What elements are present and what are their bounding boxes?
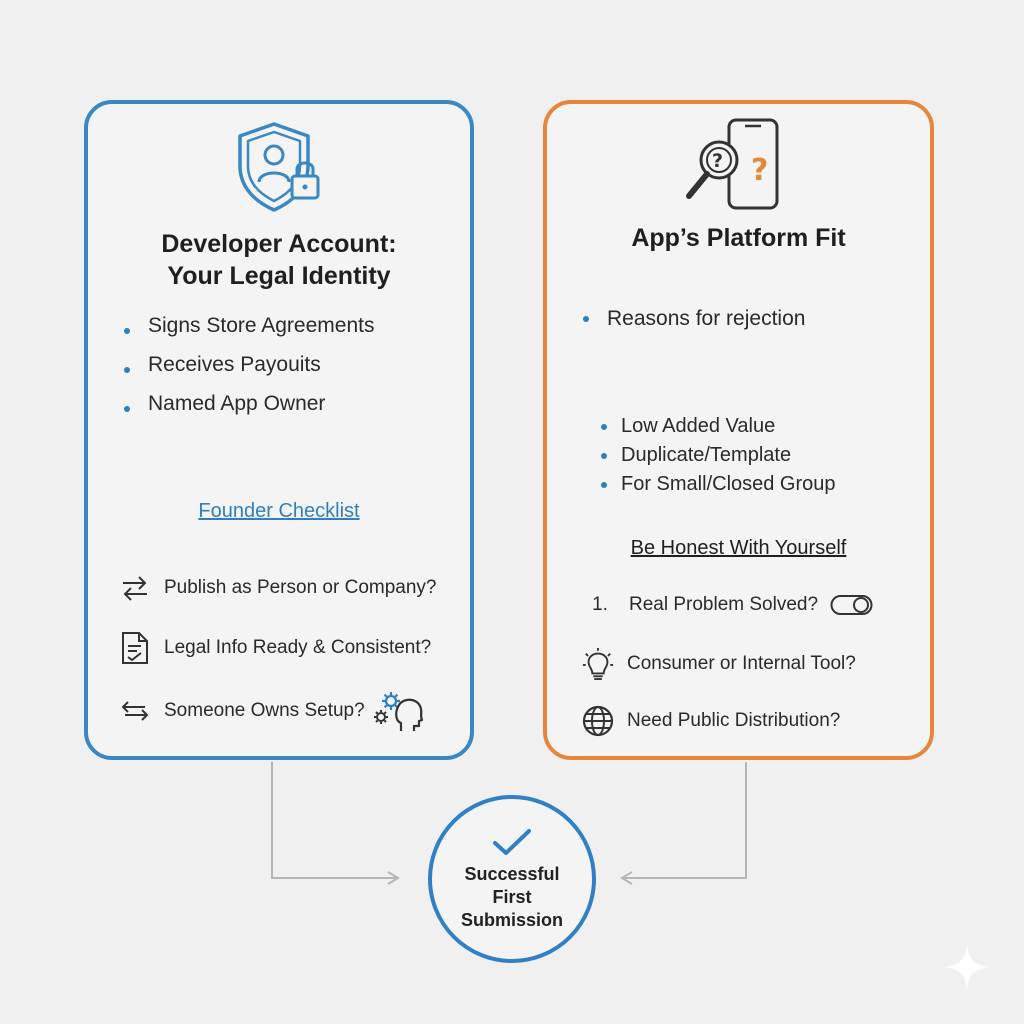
swap-arrows-icon xyxy=(118,574,152,602)
svg-text:?: ? xyxy=(712,150,723,172)
question-text: Real Problem Solved? xyxy=(629,594,819,615)
bullet-item: Signs Store Agreements xyxy=(120,311,374,350)
founder-checklist-heading: Founder Checklist xyxy=(198,500,360,522)
checklist-item: Publish as Person or Company? xyxy=(118,574,436,602)
rejection-reason-item: Duplicate/Template xyxy=(597,441,836,470)
developer-account-card: Developer Account: Your Legal Identity S… xyxy=(84,100,474,760)
title-line-2: Your Legal Identity xyxy=(167,262,391,290)
bullet-item: Receives Payouits xyxy=(120,350,374,389)
successful-submission-label: Successful First Submission xyxy=(460,863,563,930)
checkmark-icon xyxy=(493,828,531,855)
section-heading: Be Honest With Yourself xyxy=(547,537,930,560)
role-bullet-list: Signs Store Agreements Receives Payouits… xyxy=(120,311,374,428)
rejection-bullet-list: Reasons for rejection xyxy=(579,304,805,334)
bullet-item: Named App Owner xyxy=(120,389,374,428)
question-text: Consumer or Internal Tool? xyxy=(627,653,856,674)
right-connector xyxy=(624,762,747,879)
swap-arrows-icon xyxy=(118,699,152,723)
checklist-text: Someone Owns Setup? xyxy=(164,700,365,721)
rejection-reason-item: Low Added Value xyxy=(597,412,836,441)
toggle-icon[interactable] xyxy=(830,594,874,616)
rejection-reason-item: For Small/Closed Group xyxy=(597,470,836,499)
title-line-1: Developer Account: xyxy=(161,230,397,258)
be-honest-heading: Be Honest With Yourself xyxy=(630,537,847,559)
phone-magnifier-question-icon: ? ? xyxy=(686,118,779,210)
checklist-text: Publish as Person or Company? xyxy=(164,577,437,598)
rejection-reason-list: Low Added Value Duplicate/Template For S… xyxy=(597,412,836,499)
globe-icon xyxy=(581,704,615,738)
question-text: Need Public Distribution? xyxy=(627,710,841,731)
platform-fit-card: ? ? App’s Platform Fit Reasons for rejec… xyxy=(543,100,934,760)
checklist-text: Legal Info Ready & Consistent? xyxy=(164,637,432,658)
card-title: Developer Account: Your Legal Identity xyxy=(88,228,470,292)
left-connector xyxy=(271,762,396,879)
question-item: Consumer or Internal Tool? xyxy=(581,644,856,684)
checklist-item: Legal Info Ready & Consistent? xyxy=(118,631,431,665)
svg-text:?: ? xyxy=(751,153,768,188)
shield-user-lock-icon xyxy=(238,122,320,212)
document-check-icon xyxy=(118,631,152,665)
sparkle-icon xyxy=(944,944,990,990)
lightbulb-icon xyxy=(581,644,615,684)
left-connector-arrowhead xyxy=(387,871,400,885)
card-title: App’s Platform Fit xyxy=(631,224,846,252)
question-item: 1. Real Problem Solved? xyxy=(583,594,874,616)
question-item: Need Public Distribution? xyxy=(581,704,840,738)
founder-checklist-link[interactable]: Founder Checklist xyxy=(88,500,470,523)
checklist-item: Someone Owns Setup? xyxy=(118,689,425,733)
question-number: 1. xyxy=(592,594,608,615)
right-connector-arrowhead xyxy=(620,871,633,885)
gears-head-icon xyxy=(369,689,425,733)
bullet-item: Reasons for rejection xyxy=(579,304,805,334)
successful-submission-node: Successful First Submission xyxy=(428,795,596,963)
